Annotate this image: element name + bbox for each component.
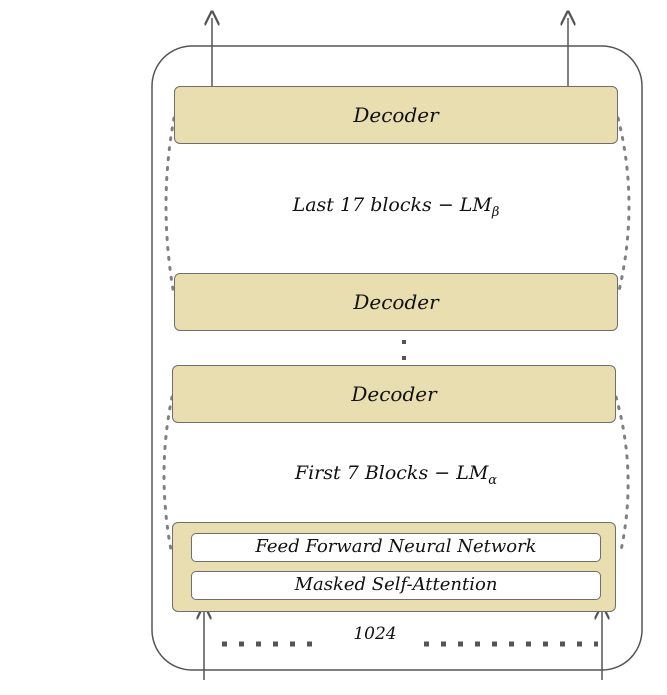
- first-group-text: First 7 Blocks: [294, 462, 429, 484]
- last-group-label: Last 17 blocks − LMβ: [174, 194, 618, 220]
- decoder-label: Decoder: [353, 103, 439, 127]
- first-group-bracket-left: [162, 395, 174, 557]
- decoder-label: Decoder: [353, 290, 439, 314]
- last-group-text: Last 17 blocks: [292, 194, 432, 216]
- first-group-dash: −: [434, 462, 451, 484]
- first-group-lm: LM: [456, 462, 489, 484]
- context-length-label: 1024: [330, 624, 420, 644]
- decoder-block-middle-lower: Decoder: [172, 365, 616, 423]
- decoder-label: Decoder: [351, 382, 437, 406]
- last-group-dash: −: [437, 194, 454, 216]
- first-group-subscript: α: [488, 472, 498, 488]
- ellipsis-dots: [402, 340, 406, 360]
- decoder-block-bottom: Feed Forward Neural Network Masked Self-…: [172, 522, 616, 612]
- ffn-box: Feed Forward Neural Network: [191, 533, 601, 562]
- decoder-block-top: Decoder: [174, 86, 618, 144]
- last-group-subscript: β: [491, 204, 500, 220]
- outer-container: [151, 45, 643, 671]
- attention-box: Masked Self-Attention: [191, 571, 601, 600]
- decoder-block-middle-upper: Decoder: [174, 273, 618, 331]
- last-group-lm: LM: [459, 194, 492, 216]
- last-group-bracket-right: [616, 116, 631, 297]
- last-group-bracket-left: [164, 116, 176, 297]
- first-group-bracket-right: [614, 395, 630, 557]
- first-group-label: First 7 Blocks − LMα: [174, 462, 618, 488]
